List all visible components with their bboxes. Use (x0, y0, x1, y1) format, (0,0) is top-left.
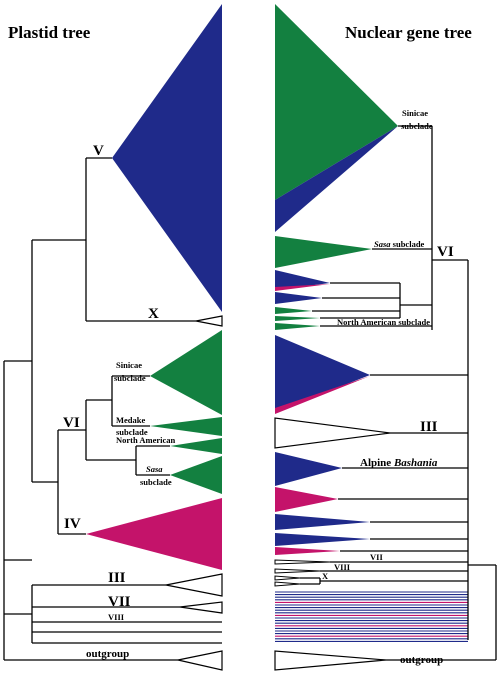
clade-iii-triangle (165, 573, 223, 597)
plastid-label-outgroup: outgroup (86, 648, 129, 660)
plastid-label-sinicae-2: subclade (114, 373, 146, 383)
north-american-triangle (170, 438, 222, 454)
plastid-label-medake-2: subclade (116, 427, 148, 437)
nuclear-label-iii: III (420, 419, 438, 435)
clade-iv-triangle (86, 498, 222, 570)
north-american-triangle-right-1 (275, 307, 312, 314)
clade-vii-triangle (179, 601, 223, 614)
nuclear-colored-lines (275, 591, 468, 642)
nuclear-vii-triangle (274, 559, 331, 565)
nuclear-blue-triangle-1 (275, 270, 330, 290)
nuclear-magenta-sliver-1 (275, 284, 330, 291)
plastid-label-viii: VIII (108, 612, 125, 622)
nuclear-label-vi: VI (437, 244, 454, 260)
plastid-tree: Plastid tree (3, 4, 223, 671)
north-american-triangle-right-2 (275, 316, 320, 321)
nuclear-tree-title: Nuclear gene tree (345, 23, 472, 42)
sasa-subclade-triangle (170, 456, 222, 494)
nuclear-x-triangle-b (274, 581, 301, 587)
nuclear-outgroup-triangle (274, 650, 387, 671)
plastid-tree-title: Plastid tree (8, 23, 91, 42)
plastid-label-iv: IV (64, 516, 81, 532)
nuclear-label-alpine-bashania: Alpine Bashania (360, 457, 438, 469)
nuclear-magenta-triangle (275, 487, 338, 512)
nuclear-label-vii: VII (370, 552, 383, 562)
plastid-label-v: V (93, 143, 104, 159)
nuclear-clade-iii-triangle (274, 417, 391, 449)
nuclear-label-north-american: North American subclade (337, 317, 430, 327)
nuclear-label-sasa: Sasa subclade (374, 239, 425, 249)
plastid-label-medake-1: Medake (116, 415, 146, 425)
nuclear-label-outgroup: outgroup (400, 654, 443, 666)
nuclear-branches (300, 125, 497, 661)
plastid-label-sasa-1: Sasa (146, 464, 163, 474)
nuclear-label-viii: VIII (334, 562, 351, 572)
alpine-bashania-triangle (275, 452, 342, 486)
north-american-triangle-right-3 (275, 323, 320, 330)
plastid-label-iii: III (108, 570, 126, 586)
nuclear-viii-triangle (274, 568, 321, 574)
sinicae-subclade-triangle (150, 330, 222, 415)
nuclear-label-sinicae-2: subclade (401, 121, 433, 131)
plastid-label-vi: VI (63, 415, 80, 431)
plastid-label-sinicae-1: Sinicae (116, 360, 142, 370)
medake-subclade-triangle (150, 417, 222, 436)
nuclear-label-x: X (322, 571, 329, 581)
clade-x-triangle (195, 315, 223, 327)
plastid-label-north-american: North American (116, 435, 176, 445)
nuclear-blue-triangle-2 (275, 292, 322, 304)
plastid-branches (3, 157, 222, 661)
sinicae-blue-triangle (275, 126, 398, 232)
plastid-label-vii: VII (108, 594, 131, 610)
nuclear-x-triangle-a (274, 575, 301, 581)
nuclear-gene-tree: Nuclear gene tree (274, 4, 497, 671)
nuclear-magenta-sliver-2 (275, 376, 370, 414)
nuclear-blue-triangle-4 (275, 514, 370, 530)
nuclear-blue-triangle-3 (275, 335, 370, 412)
sasa-subclade-triangle-right (275, 236, 372, 268)
plastid-label-x: X (148, 306, 159, 322)
clade-v-triangle (112, 4, 222, 312)
nuclear-label-sinicae-1: Sinicae (402, 108, 428, 118)
nuclear-magenta-triangle-2 (275, 547, 340, 555)
clade-outgroup-triangle-left (177, 650, 223, 671)
sinicae-green-triangle (275, 4, 398, 200)
nuclear-blue-triangle-5 (275, 533, 370, 546)
plastid-label-sasa-2: subclade (140, 477, 172, 487)
